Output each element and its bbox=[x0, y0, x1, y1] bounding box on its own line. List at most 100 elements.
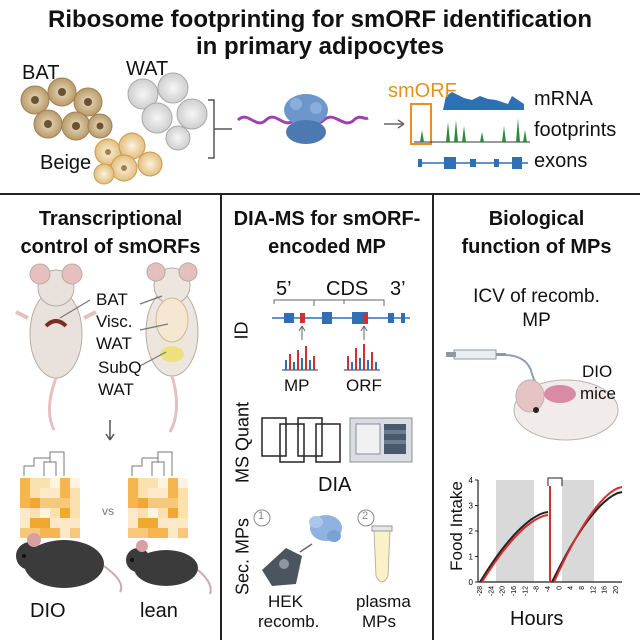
down-arrow bbox=[105, 420, 115, 441]
heatmap-cell bbox=[70, 498, 80, 508]
plot-xtick-label: -24 bbox=[488, 586, 495, 596]
ms-spectrum-mp bbox=[282, 346, 318, 371]
heatmap-cell bbox=[178, 518, 188, 528]
beige-cells-illustration bbox=[93, 132, 163, 185]
label-mps: MPs bbox=[362, 612, 396, 631]
trace-baseline-control bbox=[479, 511, 549, 583]
panel1-header-line1: Transcriptional bbox=[38, 208, 183, 230]
smorf-highlight-box bbox=[410, 103, 432, 145]
plasma-tube-illustration bbox=[371, 525, 393, 583]
ms-spectrum-orf bbox=[344, 344, 380, 371]
heatmap-cell bbox=[70, 478, 80, 488]
row-label-secmps: Sec. MPs bbox=[232, 517, 253, 596]
dark-phase-band-2 bbox=[562, 480, 594, 582]
heatmap-cell bbox=[168, 488, 178, 498]
footprints-peaks bbox=[420, 118, 527, 142]
protein-blob-illustration bbox=[309, 515, 342, 542]
label-cds: CDS bbox=[326, 278, 369, 300]
heatmap-cell bbox=[30, 518, 40, 528]
row-label-id: ID bbox=[231, 321, 252, 340]
heatmap-cell bbox=[178, 498, 188, 508]
heatmap-cell bbox=[148, 508, 158, 518]
label-smorf: smORF bbox=[388, 80, 457, 102]
plot-xtick-label: -12 bbox=[522, 586, 529, 596]
heatmap-cell bbox=[40, 518, 50, 528]
label-exons: exons bbox=[534, 150, 588, 172]
label-footprints: footprints bbox=[534, 119, 617, 141]
dio-mouse-illustration bbox=[16, 533, 123, 593]
plot-xtick-label: -28 bbox=[477, 586, 484, 596]
heatmap-cell bbox=[30, 488, 40, 498]
arrow-to-tracks bbox=[384, 119, 405, 129]
plot-xtick-label: -16 bbox=[511, 586, 518, 596]
heatmap-cell bbox=[138, 488, 148, 498]
plot-xtick-label: 0 bbox=[556, 586, 563, 590]
label-bat: BAT bbox=[22, 62, 60, 84]
merge-bracket bbox=[208, 99, 232, 159]
heatmap-cell bbox=[128, 528, 138, 538]
plot-xtick-label: -8 bbox=[534, 586, 541, 592]
label-p1-wat2: WAT bbox=[98, 380, 134, 399]
heatmap-cell bbox=[178, 528, 188, 538]
gene-model bbox=[272, 299, 410, 340]
panel3-header-line2: function of MPs bbox=[461, 236, 612, 258]
heatmap-cell bbox=[128, 488, 138, 498]
label-vs: vs bbox=[102, 504, 114, 518]
heatmap-cell bbox=[20, 478, 30, 488]
figure-title-line1: Ribosome footprinting for smORF identifi… bbox=[48, 6, 592, 33]
label-p1-bat: BAT bbox=[96, 290, 128, 309]
heatmap-cell bbox=[70, 518, 80, 528]
heatmap-cell bbox=[60, 528, 70, 538]
label-p1-subq: SubQ bbox=[98, 358, 142, 377]
plot-xtick-label: 4 bbox=[568, 586, 575, 590]
heatmap-cell bbox=[138, 478, 148, 488]
heatmap-cell bbox=[178, 488, 188, 498]
label-plasma: plasma bbox=[356, 592, 411, 611]
label-p3-dio: DIO bbox=[582, 362, 613, 381]
label-icv-line2: MP bbox=[522, 310, 551, 331]
heatmap-cell bbox=[20, 518, 30, 528]
heatmap-cell bbox=[148, 498, 158, 508]
heatmap-right-grid bbox=[128, 478, 188, 538]
mouse-dissected-illustration bbox=[145, 262, 199, 433]
heatmap-cell bbox=[138, 508, 148, 518]
heatmap-cell bbox=[50, 478, 60, 488]
trace-baseline-treated bbox=[481, 514, 549, 583]
heatmap-cell bbox=[30, 528, 40, 538]
label-5prime: 5’ bbox=[276, 278, 292, 300]
panel2-header-line2: encoded MP bbox=[268, 236, 386, 258]
heatmap-cell bbox=[158, 518, 168, 528]
heatmap-cell bbox=[148, 518, 158, 528]
plot-xtick-label: -20 bbox=[500, 586, 507, 596]
label-beige: Beige bbox=[40, 152, 92, 174]
tissue-pointer-lines bbox=[59, 295, 169, 367]
figure-title-line2: in primary adipocytes bbox=[195, 33, 445, 60]
label-3prime: 3’ bbox=[390, 278, 406, 300]
heatmap-cell bbox=[138, 528, 148, 538]
trace-post-treated bbox=[553, 486, 623, 583]
label-p1-wat1: WAT bbox=[96, 334, 132, 353]
heatmap-cell bbox=[40, 528, 50, 538]
heatmap-cell bbox=[50, 488, 60, 498]
heatmap-right bbox=[131, 451, 173, 476]
injection-bracket bbox=[547, 477, 563, 486]
heatmap-cell bbox=[158, 508, 168, 518]
plot-xtick-label: 12 bbox=[590, 586, 597, 594]
label-hek: HEK bbox=[268, 592, 303, 611]
label-icv-line1: ICV of recomb. bbox=[473, 286, 600, 307]
heatmap-cell bbox=[148, 528, 158, 538]
label-p3-mice: mice bbox=[580, 384, 616, 403]
panel3-header-line1: Biological bbox=[488, 208, 585, 230]
heatmap-cell bbox=[20, 508, 30, 518]
panel2-header-line1: DIA-MS for smORF- bbox=[233, 208, 421, 230]
plot-ytick-label: 3 bbox=[469, 502, 474, 511]
heatmap-cell bbox=[40, 508, 50, 518]
heatmap-cell bbox=[158, 498, 168, 508]
plot-xlabel: Hours bbox=[510, 608, 564, 630]
label-p1-visc: Visc. bbox=[96, 312, 133, 331]
label-dia: DIA bbox=[318, 474, 352, 496]
row-label-msquant: MS Quant bbox=[232, 401, 253, 484]
heatmap-cell bbox=[138, 498, 148, 508]
